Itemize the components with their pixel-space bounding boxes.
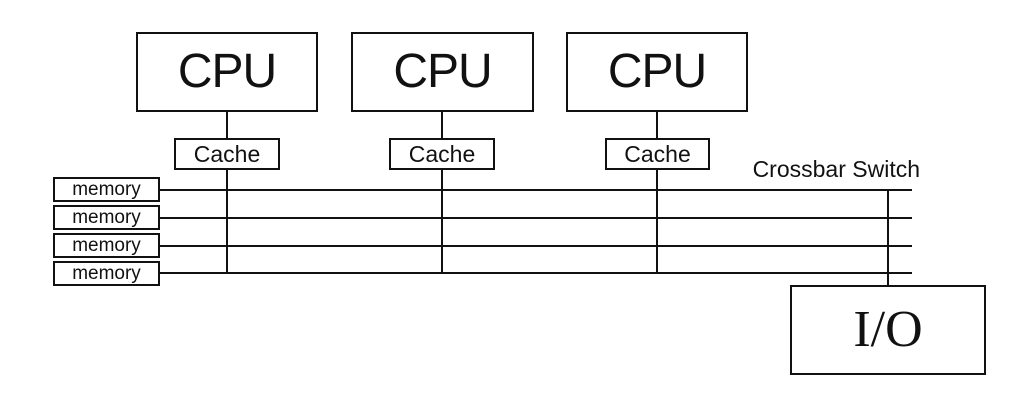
io-label: I/O: [853, 301, 923, 358]
memory-box-2: memory: [53, 205, 160, 230]
bus-line-1: [158, 189, 912, 191]
memory-label-1: memory: [72, 179, 141, 200]
cpu-cache-connector-2: [441, 112, 443, 138]
crossbar-switch-label: Crossbar Switch: [752, 156, 920, 182]
cache-box-3: Cache: [605, 138, 710, 170]
bus-line-2: [158, 217, 912, 219]
cpu-cache-connector-1: [226, 112, 228, 138]
cpu-label-1: CPU: [177, 45, 277, 98]
memory-label-3: memory: [72, 235, 141, 256]
cpu-label-2: CPU: [393, 45, 492, 98]
io-box: I/O: [790, 285, 986, 375]
memory-box-3: memory: [53, 233, 160, 258]
bus-line-3: [158, 245, 912, 247]
cache-bus-connector-2: [441, 170, 443, 274]
cpu-box-3: CPU: [566, 32, 748, 112]
cache-box-2: Cache: [389, 138, 495, 170]
memory-label-4: memory: [72, 263, 141, 284]
cpu-box-2: CPU: [351, 32, 534, 112]
cache-label-3: Cache: [624, 140, 691, 167]
memory-box-4: memory: [53, 261, 160, 286]
memory-box-1: memory: [53, 177, 160, 202]
cache-label-1: Cache: [193, 140, 261, 167]
bus-line-4: [158, 272, 912, 274]
cache-bus-connector-3: [656, 170, 658, 274]
cpu-cache-connector-3: [656, 112, 658, 138]
io-bus-connector: [887, 189, 889, 285]
memory-label-2: memory: [72, 207, 141, 228]
cpu-label-3: CPU: [607, 45, 707, 98]
cache-label-2: Cache: [408, 140, 476, 167]
cache-box-1: Cache: [174, 138, 280, 170]
cpu-box-1: CPU: [136, 32, 318, 112]
cache-bus-connector-1: [226, 170, 228, 274]
